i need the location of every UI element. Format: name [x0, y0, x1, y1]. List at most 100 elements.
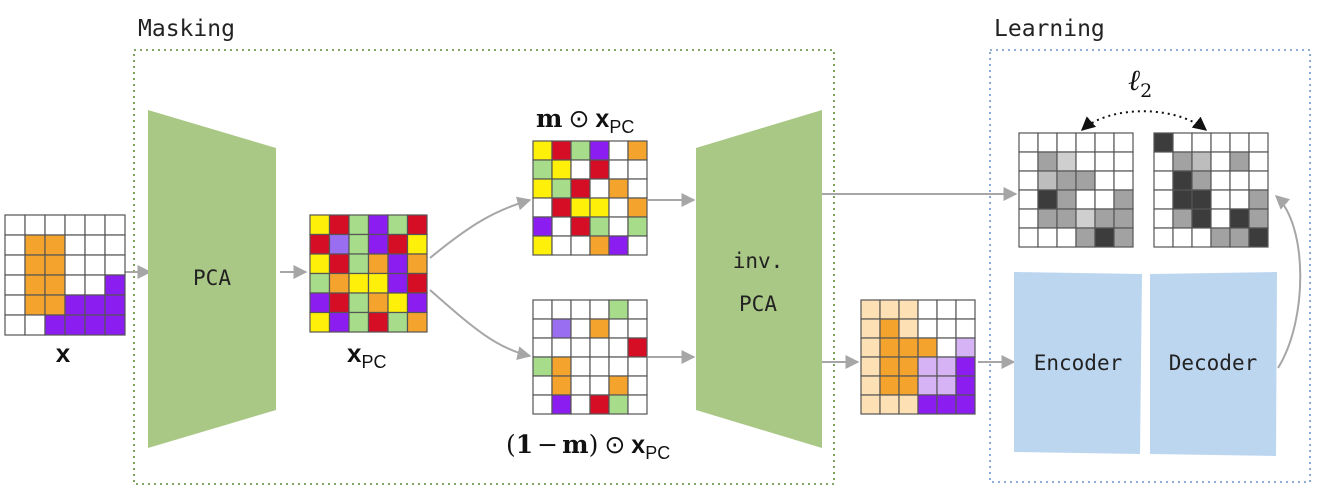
grid-cell — [955, 299, 976, 320]
grid-cell — [367, 292, 389, 314]
grid-cell — [627, 394, 648, 415]
grid-cell — [24, 214, 46, 236]
grid-cell — [1094, 170, 1115, 191]
grid-cell — [1153, 170, 1174, 191]
grid-cell — [309, 233, 331, 255]
encoder-label: Encoder — [1034, 351, 1123, 375]
grid-cell — [1037, 208, 1058, 229]
grid-cell — [1094, 227, 1115, 248]
grid-cell — [1172, 189, 1193, 210]
grid-cell — [551, 356, 572, 377]
grid-cell — [406, 214, 428, 236]
grid-cell — [1018, 170, 1039, 191]
grid-cell — [1172, 151, 1193, 172]
grid-cell — [608, 375, 629, 396]
grid-cell — [1248, 170, 1269, 191]
arrow-decoder-to-output — [1274, 195, 1302, 369]
grid-cell — [348, 292, 370, 314]
grid-cell — [955, 375, 976, 396]
grid-cell — [1075, 151, 1096, 172]
grid-cell — [532, 197, 553, 218]
grid-cell — [367, 214, 389, 236]
grid-cell — [1191, 189, 1212, 210]
grid-cell — [936, 299, 957, 320]
grid-cell — [936, 337, 957, 358]
grid-cell — [84, 274, 106, 296]
pc-grid — [309, 214, 428, 333]
grid-cell — [1248, 132, 1269, 153]
grid-cell — [608, 197, 629, 218]
masking-section-title: Masking — [138, 16, 235, 42]
learning-section-title: Learning — [994, 16, 1105, 42]
grid-cell — [1153, 189, 1174, 210]
grid-cell — [1191, 170, 1212, 191]
grid-cell — [1113, 151, 1134, 172]
grid-cell — [24, 234, 46, 256]
grid-cell — [348, 233, 370, 255]
grid-cell — [1018, 189, 1039, 210]
label-m-odot-x-pc: m⊙xPC — [536, 104, 634, 137]
grid-cell — [627, 337, 648, 358]
masked-drop-grid — [532, 299, 648, 415]
grid-cell — [608, 356, 629, 377]
grid-cell — [1018, 227, 1039, 248]
grid-cell — [1094, 151, 1115, 172]
grid-cell — [608, 178, 629, 199]
grid-cell — [532, 140, 553, 161]
grid-cell — [1037, 151, 1058, 172]
grid-cell — [608, 159, 629, 180]
grid-cell — [104, 314, 126, 336]
grid-cell — [879, 318, 900, 339]
l2-loss-label: ℓ2 — [1128, 63, 1152, 102]
grid-cell — [328, 272, 350, 294]
grid-cell — [532, 375, 553, 396]
grid-cell — [1056, 151, 1077, 172]
grid-cell — [627, 197, 648, 218]
grid-cell — [860, 394, 881, 415]
grid-cell — [1056, 132, 1077, 153]
label-x-pc: xPC — [347, 338, 386, 372]
grid-cell — [898, 318, 919, 339]
grid-cell — [1229, 170, 1250, 191]
grid-cell — [627, 235, 648, 256]
grid-cell — [387, 272, 409, 294]
grid-cell — [387, 253, 409, 275]
grid-cell — [627, 356, 648, 377]
grid-cell — [1172, 227, 1193, 248]
grid-cell — [328, 311, 350, 333]
grid-cell — [936, 394, 957, 415]
l2-loss-arc — [1080, 110, 1208, 131]
grid-cell — [4, 214, 26, 236]
grid-cell — [860, 299, 881, 320]
encoder-block — [1014, 272, 1142, 454]
grid-cell — [406, 272, 428, 294]
grid-cell — [1113, 132, 1134, 153]
grid-cell — [589, 178, 610, 199]
grid-cell — [309, 292, 331, 314]
grid-cell — [1113, 227, 1134, 248]
grid-cell — [104, 294, 126, 316]
grid-cell — [917, 394, 938, 415]
grid-cell — [1018, 208, 1039, 229]
grid-cell — [64, 294, 86, 316]
grid-cell — [1191, 132, 1212, 153]
grid-cell — [936, 375, 957, 396]
grid-cell — [532, 318, 553, 339]
target-gray-grid — [1018, 132, 1134, 248]
grid-cell — [551, 299, 572, 320]
masked-keep-grid — [532, 140, 648, 256]
grid-cell — [1248, 151, 1269, 172]
grid-cell — [84, 254, 106, 276]
pca-block — [148, 110, 276, 448]
grid-cell — [627, 299, 648, 320]
grid-cell — [589, 235, 610, 256]
grid-cell — [1191, 227, 1212, 248]
grid-cell — [1153, 151, 1174, 172]
grid-cell — [898, 356, 919, 377]
grid-cell — [898, 394, 919, 415]
grid-cell — [309, 272, 331, 294]
grid-cell — [406, 253, 428, 275]
grid-cell — [1037, 170, 1058, 191]
grid-cell — [1153, 132, 1174, 153]
